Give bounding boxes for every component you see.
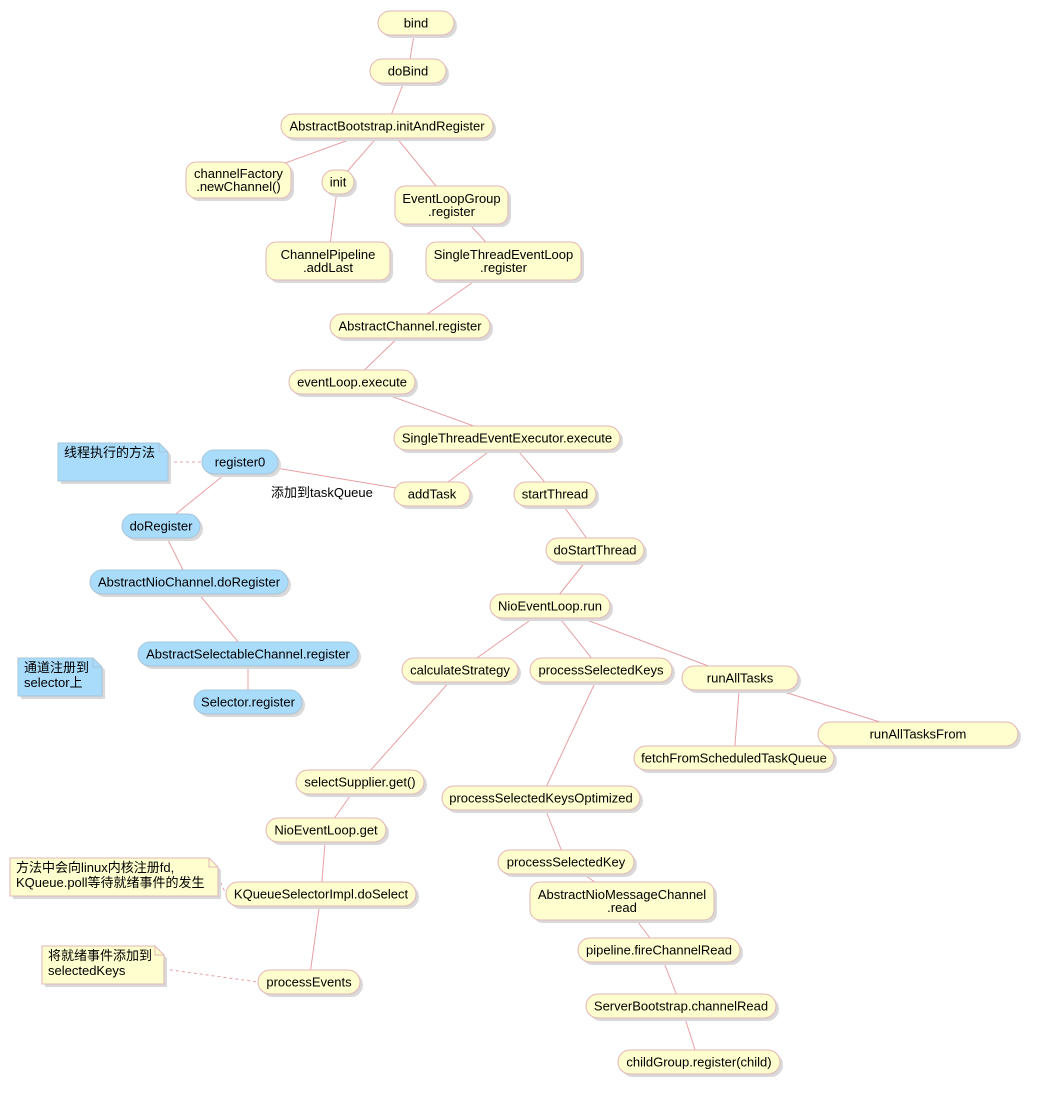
node-label: register0 bbox=[215, 455, 266, 470]
node-label: eventLoop.execute bbox=[297, 375, 407, 390]
node-childRegister: childGroup.register(child) bbox=[617, 1049, 783, 1077]
node-label: AbstractNioChannel.doRegister bbox=[98, 575, 281, 590]
node-label: selectSupplier.get() bbox=[304, 775, 415, 790]
node-elgRegister: EventLoopGroup.register bbox=[394, 185, 511, 227]
note-channel-selector-text: 通道注册到 bbox=[24, 660, 89, 675]
node-label: childGroup.register(child) bbox=[626, 1055, 771, 1070]
node-label: doStartThread bbox=[553, 543, 636, 558]
node-label: bind bbox=[404, 16, 429, 31]
node-label: processSelectedKey bbox=[507, 855, 626, 870]
node-label: .register bbox=[480, 260, 528, 275]
node-runAllTasks: runAllTasks bbox=[681, 665, 801, 693]
node-label: .newChannel() bbox=[196, 179, 281, 194]
node-label: EventLoopGroup bbox=[402, 191, 500, 206]
node-register0: register0 bbox=[201, 449, 281, 477]
edge-label-add-to-taskqueue: 添加到taskQueue bbox=[271, 485, 373, 500]
node-procSelKeysOpt: processSelectedKeysOptimized bbox=[441, 785, 643, 813]
node-acRegister: AbstractChannel.register bbox=[329, 313, 493, 341]
node-label: pipeline.fireChannelRead bbox=[586, 943, 732, 958]
node-procSelKey: processSelectedKey bbox=[497, 849, 637, 877]
node-label: processEvents bbox=[266, 975, 352, 990]
node-label: Selector.register bbox=[201, 695, 296, 710]
node-label: runAllTasks bbox=[707, 671, 774, 686]
node-label: .register bbox=[428, 204, 476, 219]
note-thread-method-text: 线程执行的方法 bbox=[64, 445, 155, 460]
node-fireRead: pipeline.fireChannelRead bbox=[577, 937, 743, 965]
node-newChannel: channelFactory.newChannel() bbox=[185, 161, 294, 201]
node-nelGet: NioEventLoop.get bbox=[265, 817, 389, 845]
note-linux-fd-text: KQueue.poll等待就绪事件的发生 bbox=[16, 875, 205, 890]
node-label: KQueueSelectorImpl.doSelect bbox=[234, 887, 409, 902]
node-anmcRead: AbstractNioMessageChannel.read bbox=[529, 881, 717, 923]
node-fetchSched: fetchFromScheduledTaskQueue bbox=[633, 745, 837, 773]
node-label: processSelectedKeys bbox=[538, 663, 664, 678]
node-label: addTask bbox=[408, 487, 457, 502]
node-initAndRegister: AbstractBootstrap.initAndRegister bbox=[280, 113, 496, 141]
node-label: AbstractNioMessageChannel bbox=[538, 887, 706, 902]
node-kqDoSelect: KQueueSelectorImpl.doSelect bbox=[225, 881, 419, 909]
node-selSupplier: selectSupplier.get() bbox=[295, 769, 427, 797]
node-label: NioEventLoop.get bbox=[274, 823, 378, 838]
node-label: processSelectedKeysOptimized bbox=[449, 791, 633, 806]
note-ready-events-text: selectedKeys bbox=[48, 963, 126, 978]
node-label: runAllTasksFrom bbox=[870, 727, 967, 742]
node-label: SingleThreadEventLoop bbox=[434, 247, 574, 262]
edge-procSelKeys-to-procSelKeysOpt bbox=[540, 669, 602, 799]
node-label: .addLast bbox=[303, 260, 353, 275]
node-label: ChannelPipeline bbox=[281, 247, 376, 262]
node-selRegister: Selector.register bbox=[193, 689, 305, 717]
node-doRegister: doRegister bbox=[121, 513, 203, 541]
node-steRegister: SingleThreadEventLoop.register bbox=[425, 241, 584, 283]
nodes-layer: bind doBindAbstractBootstrap.initAndRegis… bbox=[89, 10, 1021, 1077]
node-ancDoRegister: AbstractNioChannel.doRegister bbox=[89, 569, 291, 597]
node-ascRegister: AbstractSelectableChannel.register bbox=[137, 641, 361, 669]
node-label: AbstractBootstrap.initAndRegister bbox=[289, 119, 485, 134]
node-sbChannelRead: ServerBootstrap.channelRead bbox=[585, 993, 779, 1021]
edge-calcStrategy-to-selSupplier bbox=[359, 669, 461, 783]
node-procSelKeys: processSelectedKeys bbox=[529, 657, 675, 685]
node-doBind: doBind bbox=[369, 58, 449, 86]
node-label: AbstractChannel.register bbox=[338, 319, 482, 334]
node-label: ServerBootstrap.channelRead bbox=[594, 999, 768, 1014]
node-bind: bind bbox=[377, 10, 457, 38]
node-addTask: addTask bbox=[393, 481, 473, 509]
node-label: init bbox=[330, 175, 347, 190]
note-ready-events-text: 将就绪事件添加到 bbox=[48, 948, 152, 963]
node-elExecute: eventLoop.execute bbox=[288, 369, 418, 397]
node-init: init bbox=[321, 169, 357, 197]
node-label: calculateStrategy bbox=[410, 663, 510, 678]
node-runAllTasksFrom: runAllTasksFrom bbox=[817, 721, 1021, 749]
node-addLast: ChannelPipeline.addLast bbox=[265, 241, 393, 283]
node-label: doBind bbox=[388, 64, 428, 79]
node-label: startThread bbox=[522, 487, 588, 502]
node-label: fetchFromScheduledTaskQueue bbox=[641, 751, 827, 766]
node-startThread: startThread bbox=[513, 481, 599, 509]
note-thread-method: 线程执行的方法 bbox=[57, 442, 171, 484]
node-steeExecute: SingleThreadEventExecutor.execute bbox=[393, 425, 623, 453]
note-ready-events-link bbox=[163, 968, 259, 983]
note-channel-selector-text: selector上 bbox=[24, 675, 83, 690]
node-label: .read bbox=[607, 900, 637, 915]
node-label: doRegister bbox=[130, 519, 194, 534]
notes-layer: 线程执行的方法通道注册到selector上方法中会向linux内核注册fd,KQ… bbox=[9, 442, 259, 987]
node-label: AbstractSelectableChannel.register bbox=[146, 647, 350, 662]
node-calcStrategy: calculateStrategy bbox=[401, 657, 521, 685]
note-linux-fd-text: 方法中会向linux内核注册fd, bbox=[16, 860, 174, 875]
note-linux-fd: 方法中会向linux内核注册fd,KQueue.poll等待就绪事件的发生 bbox=[9, 857, 221, 899]
node-procEvents: processEvents bbox=[257, 969, 363, 997]
node-label: SingleThreadEventExecutor.execute bbox=[402, 431, 612, 446]
node-doStartThread: doStartThread bbox=[545, 537, 647, 565]
node-label: NioEventLoop.run bbox=[498, 599, 602, 614]
node-label: channelFactory bbox=[194, 166, 283, 181]
node-nelRun: NioEventLoop.run bbox=[489, 593, 613, 621]
